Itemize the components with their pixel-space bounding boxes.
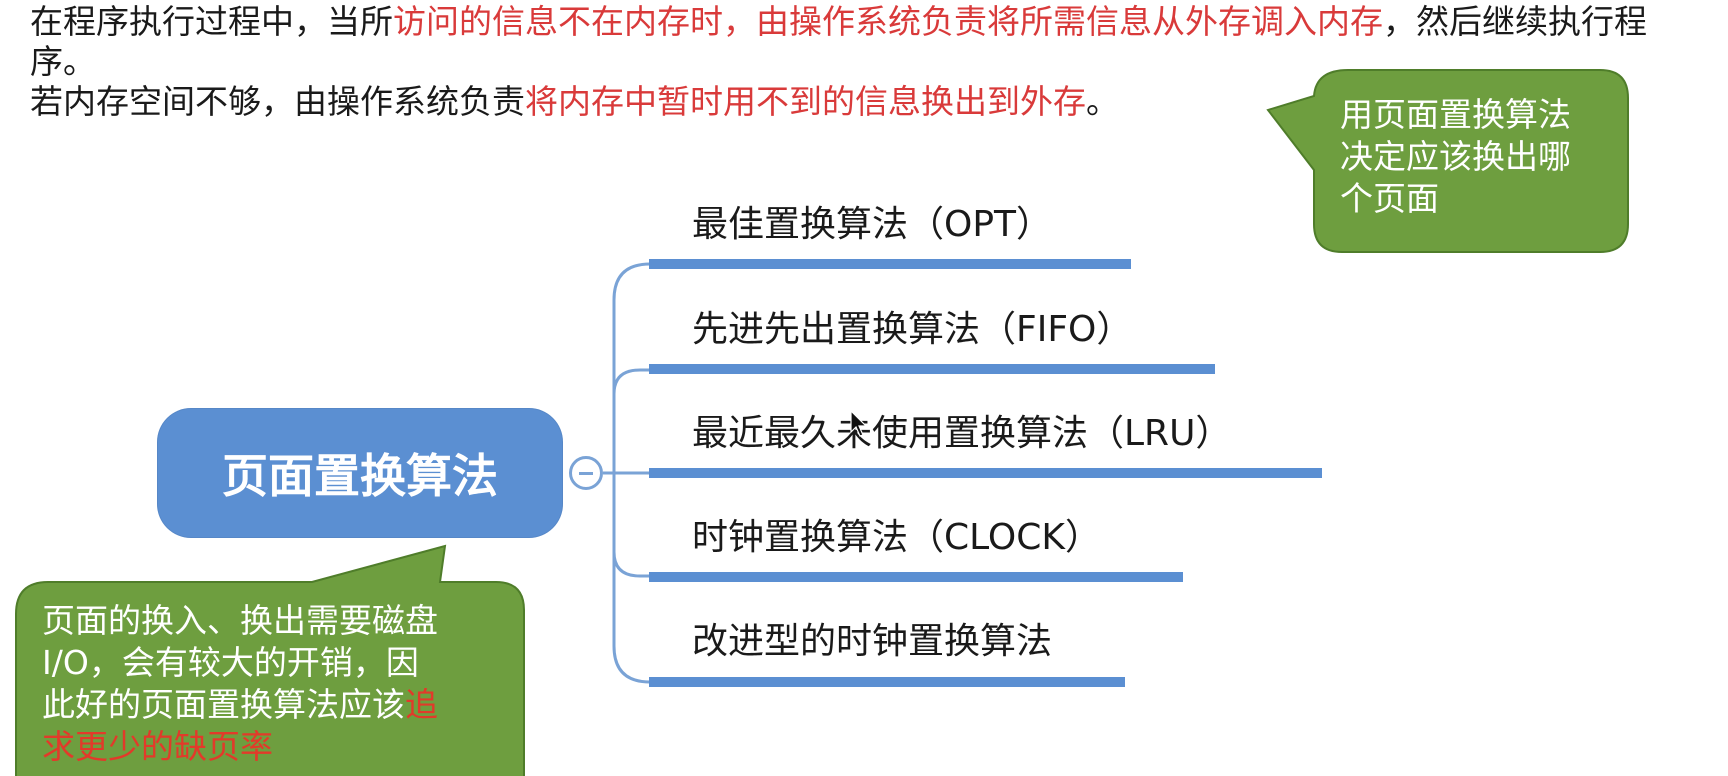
intro-line-1-text-a: 在程序执行过程中，当所 [30,2,393,41]
intro-line-2-text-b: 。 [1086,82,1119,121]
callout-top-right-shape [1266,69,1629,253]
branch-underline-1 [649,259,1131,269]
callout-top-right-line-1: 用页面置换算法 [1340,95,1571,134]
callout-bottom-left-shape [15,544,525,776]
intro-line-2: 若内存空间不够，由操作系统负责将内存中暂时用不到的信息换出到外存。 [30,82,1680,122]
callout-top-right-text: 用页面置换算法 决定应该换出哪 个页面 [1340,94,1571,220]
branch-improved-clock[interactable]: 改进型的时钟置换算法 [692,621,1053,662]
mouse-pointer-icon [850,410,868,437]
branch-underline-3 [649,468,1322,478]
branch-clock[interactable]: 时钟置换算法（CLOCK） [692,517,1101,558]
callout-bottom-left-line-3-text: 此好的页面置换算法应该 [42,685,405,724]
callout-bottom-left-line-4: 求更少的缺页率 [42,727,273,766]
intro-line-1-highlight: 访问的信息不在内存时，由操作系统负责将所需信息从外存调入内存 [393,2,1383,41]
minus-icon [579,471,593,475]
branch-fifo[interactable]: 先进先出置换算法（FIFO） [692,309,1133,350]
branch-lru[interactable]: 最近最久未使用置换算法（LRU） [692,413,1232,454]
callout-bottom-left-line-3-highlight: 追 [405,685,438,724]
branch-stub-4 [612,551,650,578]
callout-bottom-left-line-3: 此好的页面置换算法应该追 [42,684,438,726]
branch-underline-2 [649,364,1215,374]
callout-bottom-left-line-1: 页面的换入、换出需要磁盘 [42,601,438,640]
central-node[interactable]: 页面置换算法 [157,408,563,538]
intro-line-1: 在程序执行过程中，当所访问的信息不在内存时，由操作系统负责将所需信息从外存调入内… [30,2,1680,82]
intro-line-1-text-b: ，然后继续执行程序。 [30,2,1647,81]
callout-top-right-line-3: 个页面 [1340,179,1439,218]
branch-opt[interactable]: 最佳置换算法（OPT） [692,204,1053,245]
intro-text: 在程序执行过程中，当所访问的信息不在内存时，由操作系统负责将所需信息从外存调入内… [30,2,1680,122]
branch-stub-2 [612,368,650,395]
callout-bottom-left-line-2: I/O，会有较大的开销，因 [42,643,419,682]
branch-underline-5 [649,677,1125,687]
central-node-label: 页面置换算法 [222,449,498,503]
intro-line-2-highlight: 将内存中暂时用不到的信息换出到外存 [525,82,1086,121]
callout-top-right-line-2: 决定应该换出哪 [1340,137,1571,176]
branch-underline-4 [649,572,1183,582]
intro-line-2-text-a: 若内存空间不够，由操作系统负责 [30,82,525,121]
collapse-toggle-button[interactable] [569,456,603,490]
callout-bottom-left-text: 页面的换入、换出需要磁盘 I/O，会有较大的开销，因 此好的页面置换算法应该追 … [42,600,438,768]
